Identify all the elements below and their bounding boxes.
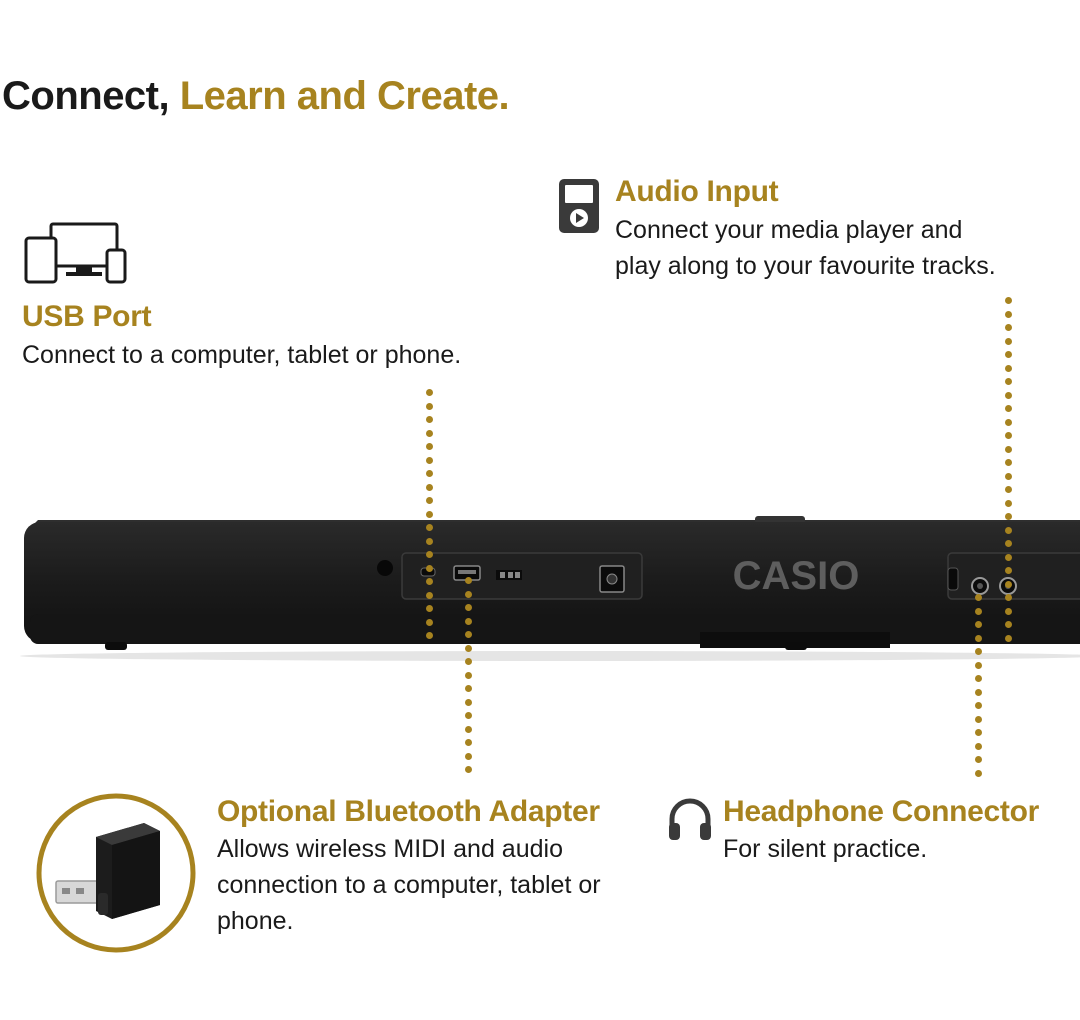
keyboard-back-panel: CASIO <box>0 510 1080 675</box>
headline-part-1: Connect, <box>2 74 180 118</box>
bluetooth-desc-line-3: phone. <box>217 907 294 935</box>
audio-desc-line-2: play along to your favourite tracks. <box>615 252 996 280</box>
bluetooth-adapter-image <box>36 793 196 958</box>
bluetooth-desc-line-2: connection to a computer, tablet or <box>217 871 601 899</box>
usb-port-leader-line <box>426 389 434 646</box>
devices-icon <box>24 222 128 289</box>
headline-part-2: Learn and Create. <box>179 74 510 118</box>
usb-port-description: Connect to a computer, tablet or phone. <box>22 341 462 369</box>
audio-input-leader-line <box>1005 297 1013 648</box>
headphone-connector-title: Headphone Connector <box>723 795 1039 828</box>
headphones-icon <box>667 797 713 848</box>
bluetooth-desc-line-1: Allows wireless MIDI and audio <box>217 835 563 863</box>
audio-desc-line-1: Connect your media player and <box>615 216 963 244</box>
headphone-leader-line <box>975 594 983 783</box>
media-player-icon <box>558 178 600 239</box>
audio-input-title: Audio Input <box>615 175 779 208</box>
usb-port-title: USB Port <box>22 300 152 333</box>
headphone-connector-description: For silent practice. <box>723 835 928 863</box>
bluetooth-leader-line <box>465 577 473 780</box>
audio-input-description: Connect your media player and play along… <box>615 212 996 284</box>
bluetooth-adapter-description: Allows wireless MIDI and audio connectio… <box>217 831 601 939</box>
page-title: Connect, Learn and Create. <box>2 74 510 119</box>
bluetooth-adapter-title: Optional Bluetooth Adapter <box>217 795 600 828</box>
casio-logo: CASIO <box>733 554 860 598</box>
